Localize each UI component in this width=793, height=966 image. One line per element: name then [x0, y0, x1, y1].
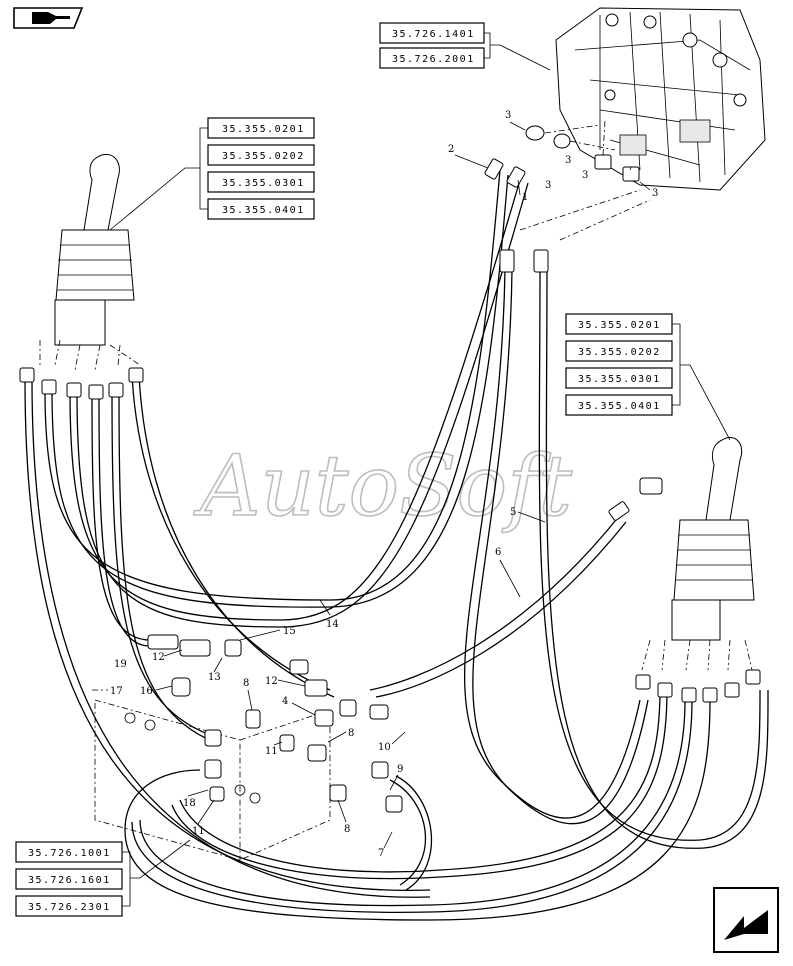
left-joystick-drawing	[39, 153, 141, 371]
callout-label: 17	[110, 686, 123, 697]
callout-label: 8	[243, 678, 249, 689]
callouts: 3 2 3 1 3 3 3 5 6 14 15 12 13 19 17 16 8…	[92, 110, 658, 859]
ref-code[interactable]: 35.726.2001	[392, 54, 475, 65]
callout-label: 2	[448, 144, 454, 155]
callout-label: 3	[565, 155, 571, 166]
callout-label: 5	[510, 507, 516, 518]
ref-code[interactable]: 35.726.1401	[392, 29, 475, 40]
callout-label: 3	[505, 110, 511, 121]
ref-code[interactable]: 35.355.0301	[222, 178, 305, 189]
callout-label: 8	[348, 728, 354, 739]
callout-label: 6	[495, 547, 501, 558]
callout-label: 9	[397, 764, 403, 775]
manifold-block-drawing	[94, 477, 663, 861]
ref-group-right-joystick: 35.355.0201 35.355.0202 35.355.0301 35.3…	[565, 313, 731, 441]
ref-group-left-joystick: 35.355.0201 35.355.0202 35.355.0301 35.3…	[109, 117, 315, 231]
callout-label: 8	[344, 824, 350, 835]
callout-label: 11	[265, 746, 278, 757]
hose-lines	[24, 169, 769, 921]
callout-label: 14	[326, 619, 339, 630]
callout-label: 12	[265, 676, 278, 687]
callout-label: 3	[652, 188, 658, 199]
callout-label: 1	[522, 192, 528, 203]
ref-group-top-valve: 35.726.1401 35.726.2001	[379, 22, 551, 71]
ref-code[interactable]: 35.726.2301	[28, 902, 111, 913]
ref-group-bottom-block: 35.726.1001 35.726.1601 35.726.2301	[15, 839, 191, 917]
callout-label: 18	[183, 798, 196, 809]
ref-code[interactable]: 35.355.0401	[578, 401, 661, 412]
ref-code[interactable]: 35.355.0202	[222, 151, 305, 162]
ref-code[interactable]: 35.726.1001	[28, 848, 111, 859]
ref-code[interactable]: 35.355.0202	[578, 347, 661, 358]
hose-end-fittings	[19, 158, 761, 703]
callout-label: 3	[582, 170, 588, 181]
callout-label: 19	[114, 659, 127, 670]
callout-label: 15	[283, 626, 296, 637]
ref-code[interactable]: 35.355.0201	[222, 124, 305, 135]
ref-code[interactable]: 35.355.0201	[578, 320, 661, 331]
callout-label: 12	[152, 652, 165, 663]
callout-label: 10	[378, 742, 391, 753]
control-valve-drawing	[555, 7, 766, 191]
callout-label: 11	[192, 826, 205, 837]
ref-code[interactable]: 35.355.0301	[578, 374, 661, 385]
callout-label: 7	[378, 848, 384, 859]
ref-code[interactable]: 35.726.1601	[28, 875, 111, 886]
watermark: AutoSoft	[193, 437, 572, 535]
ref-code[interactable]: 35.355.0401	[222, 205, 305, 216]
hand-pointer-icon[interactable]	[13, 7, 84, 29]
right-joystick-drawing	[641, 437, 755, 671]
callout-label: 13	[208, 672, 221, 683]
valve-fittings	[519, 119, 651, 241]
callout-label: 4	[282, 696, 288, 707]
callout-label: 16	[140, 686, 153, 697]
page-turn-arrow-icon[interactable]	[713, 887, 779, 953]
callout-label: 3	[545, 180, 551, 191]
